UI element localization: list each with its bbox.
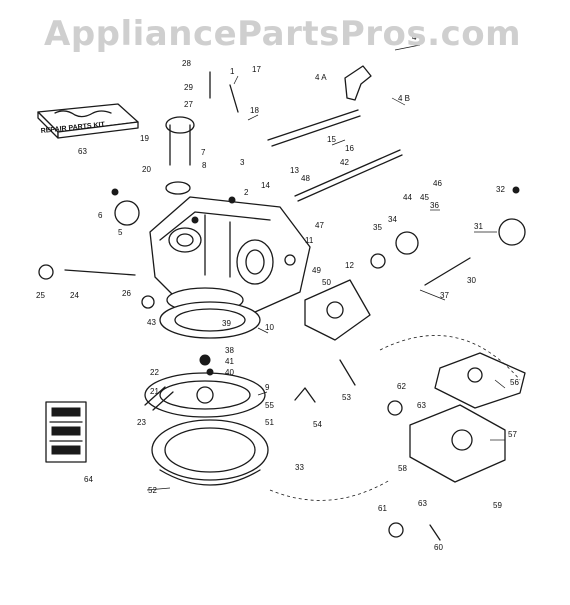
leader-lines	[146, 44, 506, 491]
part-label: 8	[202, 161, 207, 170]
part-label: 43	[147, 318, 156, 327]
part-label: 5	[118, 228, 123, 237]
part-label: 58	[398, 464, 407, 473]
part-label: 41	[225, 357, 234, 366]
part-label: 59	[493, 501, 502, 510]
part-label: 33	[295, 463, 304, 472]
part-label: 52	[148, 486, 157, 495]
fuel-pump	[269, 335, 526, 501]
part-label: 10	[265, 323, 274, 332]
gasket-12	[304, 279, 371, 341]
part-label: 45	[420, 193, 429, 202]
part-label: 29	[184, 83, 193, 92]
part-label: 7	[201, 148, 206, 157]
part-label: 63	[418, 499, 427, 508]
carburetor-body	[149, 196, 311, 313]
part-label: 4	[412, 33, 417, 42]
part-label: 40	[225, 368, 234, 377]
part-label: 54	[313, 420, 322, 429]
part-label: 55	[265, 401, 274, 410]
part-label: 11	[305, 236, 314, 245]
part-label: 2	[244, 188, 249, 197]
part-label: 24	[70, 291, 79, 300]
part-label: 38	[225, 346, 234, 355]
part-label: 62	[397, 382, 406, 391]
repair-parts-kit: REPAIR PARTS KIT	[37, 103, 139, 139]
part-label: 50	[322, 278, 331, 287]
part-label: 31	[474, 222, 483, 231]
part-label: 14	[261, 181, 270, 190]
part-label: 47	[315, 221, 324, 230]
shafts-and-screws	[38, 65, 526, 541]
part-label: 17	[252, 65, 261, 74]
part-label: 30	[467, 276, 476, 285]
part-label: 26	[122, 289, 131, 298]
part-number-labels: 1 2 3 4 4 A 4 B 5 6 7 8 9 10 11 12 13 14…	[36, 33, 519, 552]
part-label: 34	[388, 215, 397, 224]
part-label: 32	[496, 185, 505, 194]
part-label: 6	[98, 211, 103, 220]
part-label: 23	[137, 418, 146, 427]
part-label: 39	[222, 319, 231, 328]
part-label: 3	[240, 158, 245, 167]
part-label: 4 A	[315, 73, 327, 82]
part-label: 36	[430, 201, 439, 210]
kit-number-63: 63	[78, 147, 87, 156]
part-label: 44	[403, 193, 412, 202]
watermark: AppliancePartsPros.com	[44, 14, 522, 54]
part-label: 19	[140, 134, 149, 143]
part-label: 9	[265, 383, 270, 392]
part-label: 22	[150, 368, 159, 377]
part-label: 42	[340, 158, 349, 167]
part-label: 60	[434, 543, 443, 552]
part-label: 53	[342, 393, 351, 402]
part-label: 18	[250, 106, 259, 115]
part-label: 16	[345, 144, 354, 153]
part-label: 27	[184, 100, 193, 109]
kit-number-64: 64	[84, 475, 93, 484]
gasket-kit	[45, 401, 87, 463]
part-label: 57	[508, 430, 517, 439]
part-label: 51	[265, 418, 274, 427]
part-label: 12	[345, 261, 354, 270]
part-label: 21	[150, 387, 159, 396]
part-label: 4 B	[398, 94, 410, 103]
part-label: 61	[378, 504, 387, 513]
part-label: 1	[230, 67, 235, 76]
part-label: 46	[433, 179, 442, 188]
part-label: 25	[36, 291, 45, 300]
part-label: 63	[417, 401, 426, 410]
part-label: 37	[440, 291, 449, 300]
part-label: 15	[327, 135, 336, 144]
part-label: 56	[510, 378, 519, 387]
part-label: 48	[301, 174, 310, 183]
part-label: 20	[142, 165, 151, 174]
part-label: 35	[373, 223, 382, 232]
part-label: 28	[182, 59, 191, 68]
bowl-assembly	[144, 301, 269, 486]
part-label: 49	[312, 266, 321, 275]
part-label: 13	[290, 166, 299, 175]
